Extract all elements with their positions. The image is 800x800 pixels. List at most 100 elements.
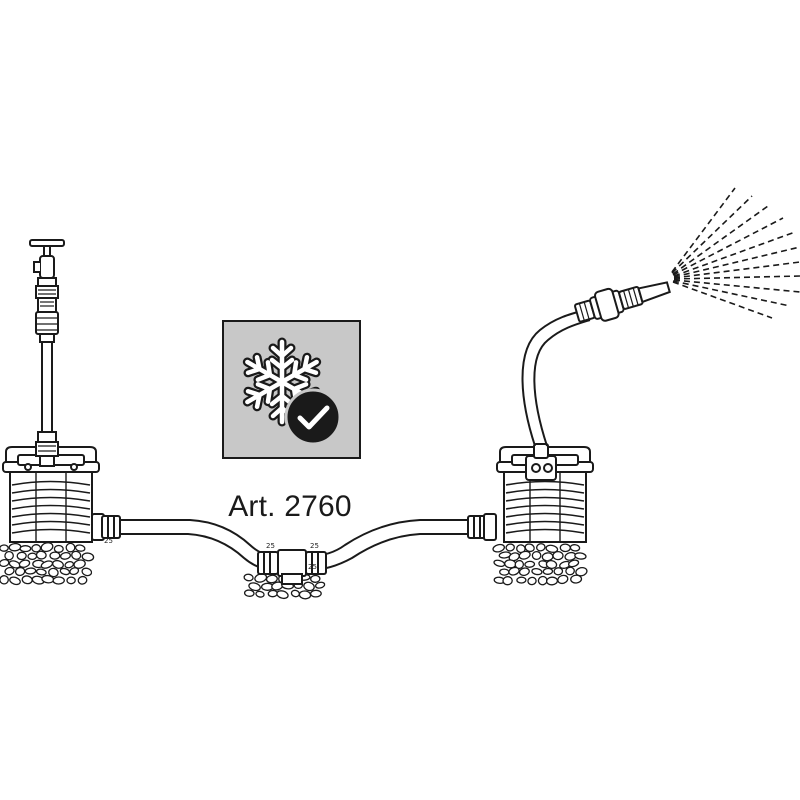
pebble [74,544,86,552]
pebble [9,576,21,586]
pebble [518,567,530,577]
pebble [567,559,580,568]
check-icon [297,405,330,430]
pebble [81,567,93,577]
pebble [73,559,86,569]
pebble [255,590,265,598]
pebble [8,542,22,552]
pebble [298,590,312,600]
pebble [535,543,546,552]
right-water-box [496,443,594,543]
pebble [553,567,564,576]
pebble [557,574,569,585]
pebble [499,568,510,576]
pebble [518,550,531,560]
connector-mark: 25 [310,542,319,550]
pebble [303,581,315,592]
left-water-box [2,446,100,543]
pebble [52,576,65,585]
pebble [531,567,543,576]
pebble [31,544,42,553]
pebble [27,552,38,561]
pebble [243,589,255,597]
connector-mark: 25 [308,563,317,571]
pebble [243,573,254,582]
left-tap-standpipe [29,239,65,467]
pebble [64,561,75,569]
pebble [492,543,506,553]
left-gravel-bed [0,542,95,586]
pebble [541,552,554,562]
pebble [0,544,9,552]
pebble [0,558,10,568]
pebble [290,589,301,598]
pebble [276,590,289,600]
pebble [52,559,64,569]
pebble [48,567,59,578]
spray-nozzle [574,281,671,323]
pebble [527,576,537,586]
water-spray [671,187,800,319]
pebble [16,551,27,561]
pebble [514,559,525,570]
pebble [66,576,76,585]
right-gravel-bed [492,543,588,586]
connector-mark: 25 [266,542,275,550]
frost-proof-badge [222,320,361,459]
pebble [542,567,554,575]
pebble [508,566,520,576]
pebble [35,568,47,576]
pebble [574,552,587,560]
pebble [267,589,278,598]
pebble [69,567,80,576]
pebble [552,550,564,561]
pebble [559,543,571,553]
pebble [24,567,37,575]
pebble [516,544,526,554]
pebble [545,544,559,553]
pebble [49,551,61,560]
center-tee-connector [257,549,327,585]
pebble [531,550,542,561]
pebble [81,552,95,562]
right-box-inlet-coupling [467,513,497,541]
pebble [524,560,536,568]
pebble [59,567,71,576]
pebble [505,543,515,552]
pebble [0,575,9,585]
pebble [35,550,47,560]
pebble [545,560,558,569]
pebble [65,542,76,553]
pebble [21,575,33,585]
pebble [265,574,278,584]
pebble [4,550,14,561]
pebble [524,543,535,553]
article-number-label: Art. 2760 [228,490,352,523]
check-circle [284,388,342,446]
pebble [493,559,506,567]
pebble [40,542,54,553]
pebble [310,574,321,583]
connector-mark: 25 [104,537,113,545]
garden-hose [521,309,591,447]
pebble [565,566,575,576]
pebble [19,545,32,553]
pebble [545,576,559,586]
pebble [60,551,71,560]
pebble [314,581,326,589]
pebble [516,576,527,584]
pebble [502,576,513,586]
pebble [71,550,82,560]
pebble [77,575,88,585]
pebble [570,574,583,584]
pebble [575,566,588,577]
pebble [18,559,31,568]
pebble [4,566,15,576]
pebble [248,582,261,592]
pebble [309,589,322,598]
pebble [14,566,26,577]
pebble [569,544,581,552]
pebble [53,544,64,553]
